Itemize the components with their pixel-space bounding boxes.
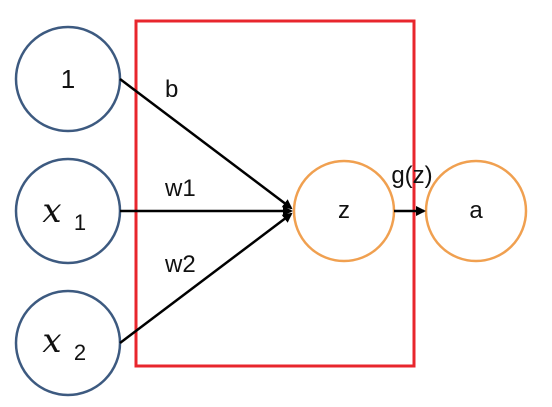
edge-x2-to-z (119, 212, 293, 344)
edge-bias-to-z (119, 78, 293, 210)
x1-subscript: 1 (74, 210, 86, 235)
x2-base: x (42, 321, 61, 361)
z-node-label: z (338, 197, 350, 224)
x2-node-label: x (42, 321, 61, 361)
neuron-boundary-box (134, 19, 416, 368)
a-node-label: a (469, 197, 483, 224)
bias-node-label: 1 (61, 64, 75, 94)
output-a-node (424, 159, 528, 263)
weight-label-w2: w2 (164, 251, 196, 278)
weight-label-b: b (165, 76, 178, 103)
x2-subscript: 2 (74, 340, 86, 365)
weight-label-w1: w1 (164, 175, 196, 202)
x1-base: x (42, 191, 61, 231)
activation-label: g(z) (391, 162, 432, 189)
x1-node-label: x (42, 191, 61, 231)
input-node-x1 (14, 157, 122, 265)
input-node-x2 (14, 289, 122, 397)
